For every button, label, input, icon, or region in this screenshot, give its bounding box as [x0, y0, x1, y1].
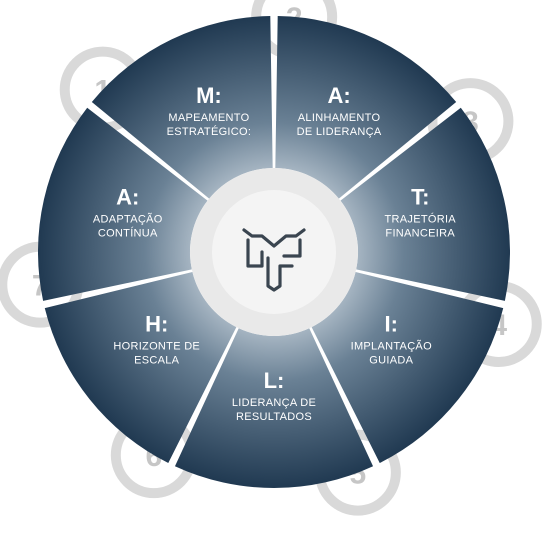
hub-inner-circle: [212, 190, 336, 314]
segment-label-line: FINANCEIRA: [385, 228, 455, 240]
segment-label-6: H: HORIZONTE DE ESCALA: [113, 312, 200, 367]
segment-label-line: DE LIDERANÇA: [297, 126, 382, 138]
segment-label-3: T: TRAJETÓRIA FINANCEIRA: [385, 185, 457, 240]
segment-letter: H:: [145, 312, 168, 337]
segment-3: [340, 107, 510, 301]
segment-label-line: HORIZONTE DE: [113, 341, 200, 353]
segment-letter: M:: [196, 83, 222, 108]
segment-label-4: I: IMPLANTAÇÃO GUIADA: [351, 312, 432, 367]
segment-label-line: TRAJETÓRIA: [385, 213, 457, 226]
wheel-segments: [38, 16, 510, 488]
segment-letter: T:: [411, 185, 429, 210]
segment-label-line: ALINHAMENTO: [298, 112, 381, 124]
segment-letter: A:: [116, 185, 139, 210]
segment-label-line: IMPLANTAÇÃO: [351, 340, 432, 353]
segment-label-line: GUIADA: [369, 355, 413, 367]
segment-label-line: ADAPTAÇÃO: [93, 213, 163, 226]
segment-label-line: MAPEAMENTO: [168, 112, 249, 124]
segment-label-line: ESCALA: [134, 355, 180, 367]
segment-label-line: ESTRATÉGICO:: [167, 125, 252, 138]
segment-letter: L:: [264, 368, 285, 393]
segment-label-2: A: ALINHAMENTO DE LIDERANÇA: [297, 83, 382, 138]
mg-fox-logo-icon: [242, 228, 306, 292]
segment-label-line: LIDERANÇA DE: [232, 397, 316, 409]
segment-label-line: CONTÍNUA: [98, 227, 158, 240]
center-hub: [190, 168, 358, 336]
segment-1: [91, 16, 273, 199]
segment-2: [275, 16, 457, 199]
segment-letter: A:: [327, 83, 350, 108]
segment-4: [311, 271, 504, 463]
segment-label-5: L: LIDERANÇA DE RESULTADOS: [232, 368, 316, 423]
segment-label-line: RESULTADOS: [236, 411, 312, 423]
segment-5: [174, 328, 374, 488]
segment-7: [38, 107, 208, 301]
segment-6: [44, 271, 237, 463]
segment-letter: I:: [385, 312, 398, 337]
